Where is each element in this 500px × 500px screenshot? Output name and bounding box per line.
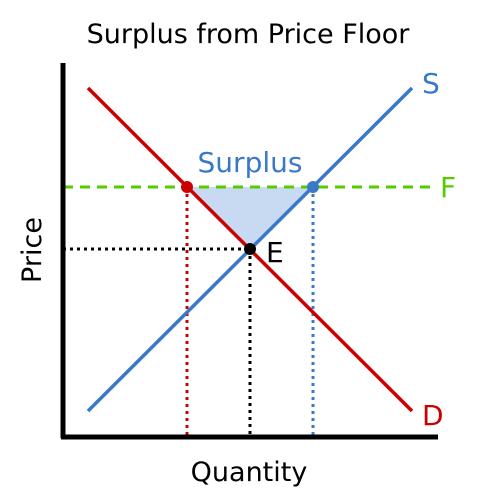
equilibrium-label: E — [266, 236, 284, 269]
surplus-area — [187, 187, 313, 249]
demand-label: D — [422, 399, 444, 432]
supply-label: S — [422, 67, 440, 100]
y-axis-label: Price — [17, 217, 48, 283]
equilibrium-point — [244, 243, 256, 255]
quantity-demanded-point — [181, 181, 193, 193]
surplus-label: Surplus — [198, 146, 303, 179]
x-axis-label: Quantity — [191, 457, 308, 488]
diagram-title: Surplus from Price Floor — [87, 19, 411, 50]
price-floor-label: F — [440, 171, 456, 204]
quantity-supplied-point — [307, 181, 319, 193]
